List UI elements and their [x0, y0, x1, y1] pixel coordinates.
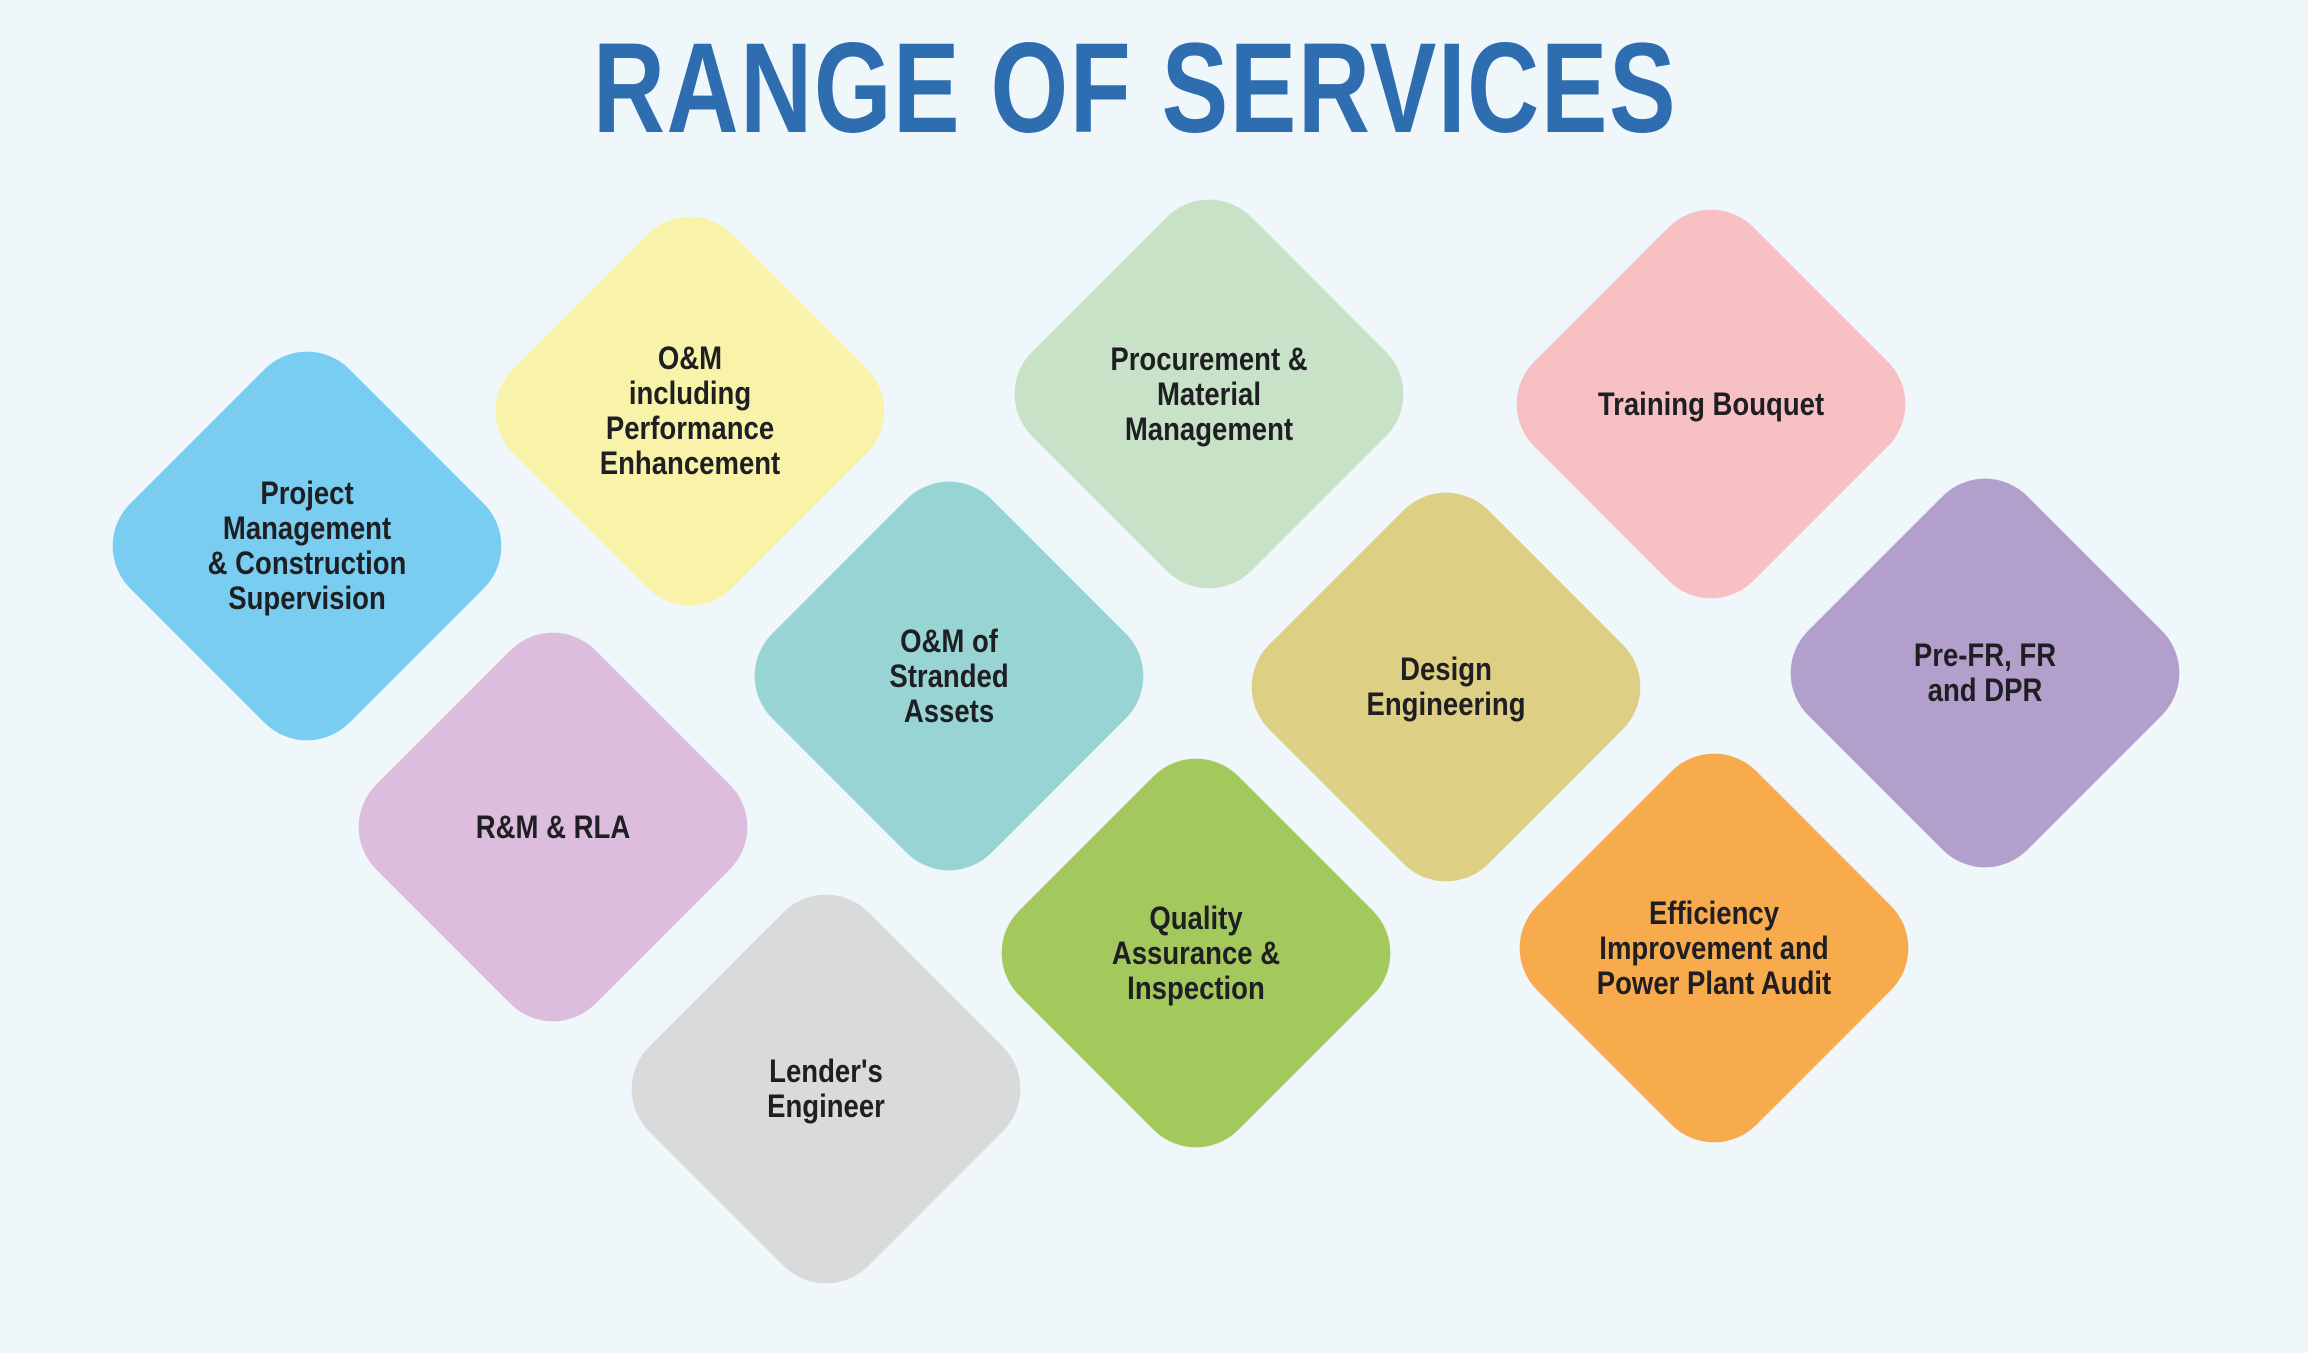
service-label: R&M & RLA [475, 808, 631, 845]
service-label: Efficiency Improvement and Power Plant A… [1596, 894, 1832, 1001]
service-label: Lender's Engineer [767, 1053, 885, 1124]
service-label: Training Bouquet [1597, 385, 1825, 422]
service-label: O&M of Stranded Assets [889, 622, 1009, 729]
service-label: Pre-FR, FR and DPR [1913, 637, 2057, 708]
service-label: Quality Assurance & Inspection [1111, 899, 1281, 1006]
service-label: Project Management & Construction Superv… [207, 475, 407, 616]
service-label: Procurement & Material Management [1110, 340, 1308, 447]
page-title: RANGE OF SERVICES [592, 17, 1678, 160]
service-label: O&M including Performance Enhancement [599, 340, 781, 481]
service-label: Design Engineering [1366, 651, 1526, 722]
